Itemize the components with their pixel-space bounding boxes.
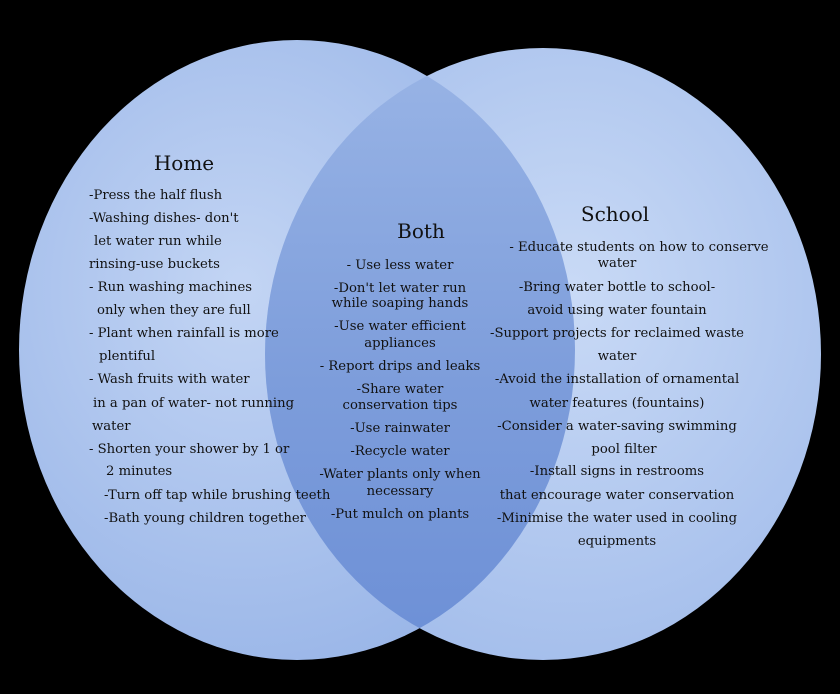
both-line-7: -Share water [356,382,444,397]
home-line-12: - Shorten your shower by 1 or [89,442,290,457]
school-line-14: equipments [577,534,657,549]
school-line-2: water [597,256,637,271]
both-line-13: -Put mulch on plants [330,507,470,522]
both-line-1: - Use less water [346,258,454,273]
school-line-7: -Avoid the installation of ornamental [494,372,740,387]
both-line-10: -Recycle water [350,444,450,459]
school-line-10: pool filter [591,442,657,457]
home-line-14: -Turn off tap while brushing teeth [104,488,331,503]
school-line-8: water features (fountains) [529,396,705,411]
school-line-11: -Install signs in restrooms [529,464,705,479]
both-line-11: -Water plants only when [319,467,481,482]
home-line-15: -Bath young children together [104,511,306,526]
home-line-6: only when they are full [97,303,251,318]
both-line-2: -Don't let water run [333,281,467,296]
school-line-12: that encourage water conservation [499,488,735,503]
home-line-13: 2 minutes [106,464,173,479]
home-line-11: water [92,419,131,434]
home-line-2: -Washing dishes- don't [89,211,239,226]
home-line-8: plentiful [99,349,156,364]
school-line-3: -Bring water bottle to school- [518,280,716,295]
both-line-4: -Use water efficient [334,319,466,334]
home-line-3: let water run while [94,234,222,249]
home-line-7: - Plant when rainfall is more [89,326,279,341]
both-line-3: while soaping hands [331,296,469,311]
school-line-6: water [597,349,637,364]
home-line-9: - Wash fruits with water [89,372,250,387]
home-title: Home [153,151,215,175]
both-line-5: appliances [364,336,436,351]
school-line-13: -Minimise the water used in cooling [496,511,738,526]
school-line-5: -Support projects for reclaimed waste [490,326,744,341]
both-line-12: necessary [366,484,434,499]
school-title: School [580,202,650,226]
home-line-5: - Run washing machines [89,280,253,295]
both-line-8: conservation tips [342,398,458,413]
home-line-10: in a pan of water- not running [93,396,295,411]
home-line-1: -Press the half flush [89,188,223,203]
both-overlap [265,48,575,660]
school-line-4: avoid using water fountain [527,303,707,318]
both-line-9: -Use rainwater [350,421,450,436]
both-title: Both [397,219,445,243]
school-line-9: -Consider a water-saving swimming [497,419,737,434]
home-line-4: rinsing-use buckets [89,257,220,272]
both-line-6: - Report drips and leaks [319,359,481,374]
school-line-1: - Educate students on how to conserve [509,240,769,255]
